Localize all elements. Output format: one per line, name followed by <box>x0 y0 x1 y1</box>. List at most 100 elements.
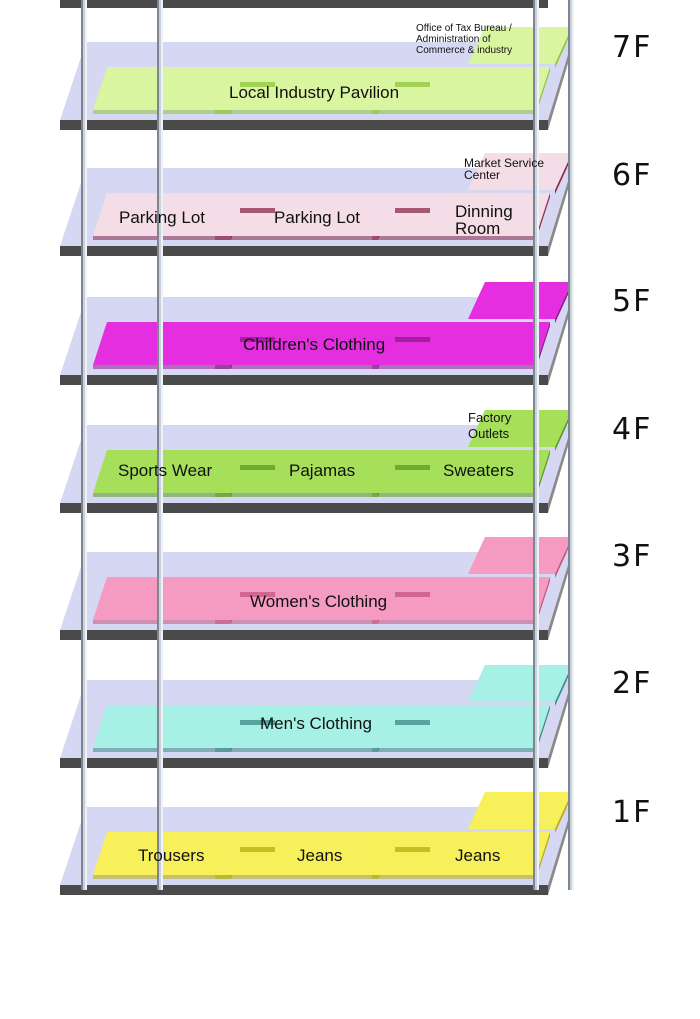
shelf-edge-1 <box>60 885 548 895</box>
shelf-edge-2 <box>60 758 548 768</box>
shelf-top-edge <box>60 0 548 8</box>
floor-3-zone-3 <box>372 577 550 620</box>
shelf-side-3 <box>548 552 572 640</box>
zone-womens-clothing: Women's Clothing <box>250 592 388 611</box>
floor-3-connector-1 <box>240 592 275 597</box>
shelf-side-5 <box>548 297 572 385</box>
floor-7-zone-3 <box>372 67 550 110</box>
floor-7-back-zone-edge <box>555 27 572 68</box>
floor-1-connector-1 <box>240 847 275 852</box>
floor-1-zone-3 <box>372 832 550 875</box>
floor-5-back-zone <box>468 282 572 319</box>
floor-6-zone-3-base <box>372 236 536 240</box>
floor-7-connector-2 <box>395 82 430 87</box>
column-3-highlight <box>537 0 539 890</box>
floor-4-zone-3-base <box>372 493 536 497</box>
floor-label-1: 1F <box>612 795 653 830</box>
zone-parking-lot-2: Parking Lot <box>274 208 360 227</box>
shelf-side-7 <box>548 42 572 130</box>
zone-office-tax-bureau: Office of Tax Bureau / Administration of… <box>416 23 513 56</box>
shelf-edge-7 <box>60 120 548 130</box>
floor-label-6: 6F <box>612 158 653 193</box>
floor-2-zone-2-base <box>215 748 378 752</box>
shelf-edge-3 <box>60 630 548 640</box>
floor-4-zone-2 <box>215 450 392 493</box>
shelf-edge-6 <box>60 246 548 256</box>
floor-3-connector-2 <box>395 592 430 597</box>
floor-3-zone-3-edge <box>536 577 550 624</box>
column-2-highlight <box>161 0 163 890</box>
floor-5-zone-2-base <box>215 365 378 369</box>
floor-1-back-zone <box>468 792 572 829</box>
floor-4-zone-1 <box>93 450 245 493</box>
floor-4-zone-3-edge <box>536 450 550 497</box>
floor-4-zone-2-base <box>215 493 378 497</box>
floor-5-zone-2 <box>215 322 392 365</box>
floor-1-zone-1 <box>93 832 245 875</box>
floor-4-zone-3 <box>372 450 550 493</box>
column-1-shade <box>81 0 83 890</box>
zone-mens-clothing: Men's Clothing <box>260 714 372 733</box>
zone-local-industry-pavilion: Local Industry Pavilion <box>229 83 400 102</box>
floor-1-zone-3-base <box>372 875 536 879</box>
shelf-side-6 <box>548 168 572 256</box>
shelf-edge-4 <box>60 503 548 513</box>
zone-parking-lot-1: Parking Lot <box>119 208 205 227</box>
floor-1-back-zone-edge <box>555 792 572 833</box>
floor-6-zone-3-edge <box>536 193 550 240</box>
floor-6-zone-3 <box>372 193 550 236</box>
floor-7-zone-1 <box>93 67 245 110</box>
zone-jeans-2: Jeans <box>455 846 501 865</box>
floor-2-connector-2 <box>395 720 430 725</box>
floor-label-4: 4F <box>612 412 653 447</box>
column-4-highlight <box>572 0 574 890</box>
floor-label-3: 3F <box>612 539 653 574</box>
floor-7-zone-3-edge <box>536 67 550 114</box>
shelf-edge-5 <box>60 375 548 385</box>
floor-6-zone-2-base <box>215 236 378 240</box>
floor-4-back-zone <box>468 410 572 447</box>
floor-5-zone-3 <box>372 322 550 365</box>
floor-3-back-zone <box>468 537 572 574</box>
floor-1-zone-2 <box>215 832 392 875</box>
zone-sweaters: Sweaters <box>443 461 514 480</box>
floor-7-zone-3-base <box>372 110 536 114</box>
shelf-side-4 <box>548 425 572 513</box>
floor-label-7: 7F <box>612 30 653 65</box>
zone-factory-outlets: Factory Outlets <box>468 410 512 441</box>
floor-3-zone-1 <box>93 577 245 620</box>
zone-market-service-center: Market Service Center <box>464 156 545 182</box>
floor-3-zone-3-base <box>372 620 536 624</box>
floor-5-back-zone-edge <box>555 282 572 323</box>
zone-jeans-1: Jeans <box>297 846 343 865</box>
floor-2-back-zone <box>468 665 572 702</box>
floor-2-zone-2 <box>215 705 392 748</box>
column-1 <box>81 0 87 890</box>
column-4 <box>568 0 574 890</box>
floor-1-connector-2 <box>395 847 430 852</box>
column-3 <box>533 0 539 890</box>
column-1-highlight <box>85 0 87 890</box>
floor-6-back-zone-edge <box>555 153 572 194</box>
floor-5-connector-1 <box>240 337 275 342</box>
floor-1-zone-2-base <box>215 875 378 879</box>
column-4-shade <box>568 0 570 890</box>
floor-5-zone-3-base <box>372 365 536 369</box>
floor-7-zone-2-base <box>215 110 378 114</box>
column-2-shade <box>157 0 159 890</box>
zone-childrens-clothing: Children's Clothing <box>243 335 386 354</box>
floor-2-connector-1 <box>240 720 275 725</box>
zone-dinning-room: Dinning Room <box>455 202 513 238</box>
floor-6-connector-2 <box>395 208 430 213</box>
floor-2-zone-3-edge <box>536 705 550 752</box>
floor-2-zone-1 <box>93 705 245 748</box>
zone-sports-wear: Sports Wear <box>118 461 213 480</box>
floor-3-back-zone-edge <box>555 537 572 578</box>
floor-7-connector-1 <box>240 82 275 87</box>
floor-6-zone-2 <box>215 193 392 236</box>
floor-2-zone-3-base <box>372 748 536 752</box>
floor-2-zone-3 <box>372 705 550 748</box>
floor-4-connector-1 <box>240 465 275 470</box>
column-3-shade <box>533 0 535 890</box>
